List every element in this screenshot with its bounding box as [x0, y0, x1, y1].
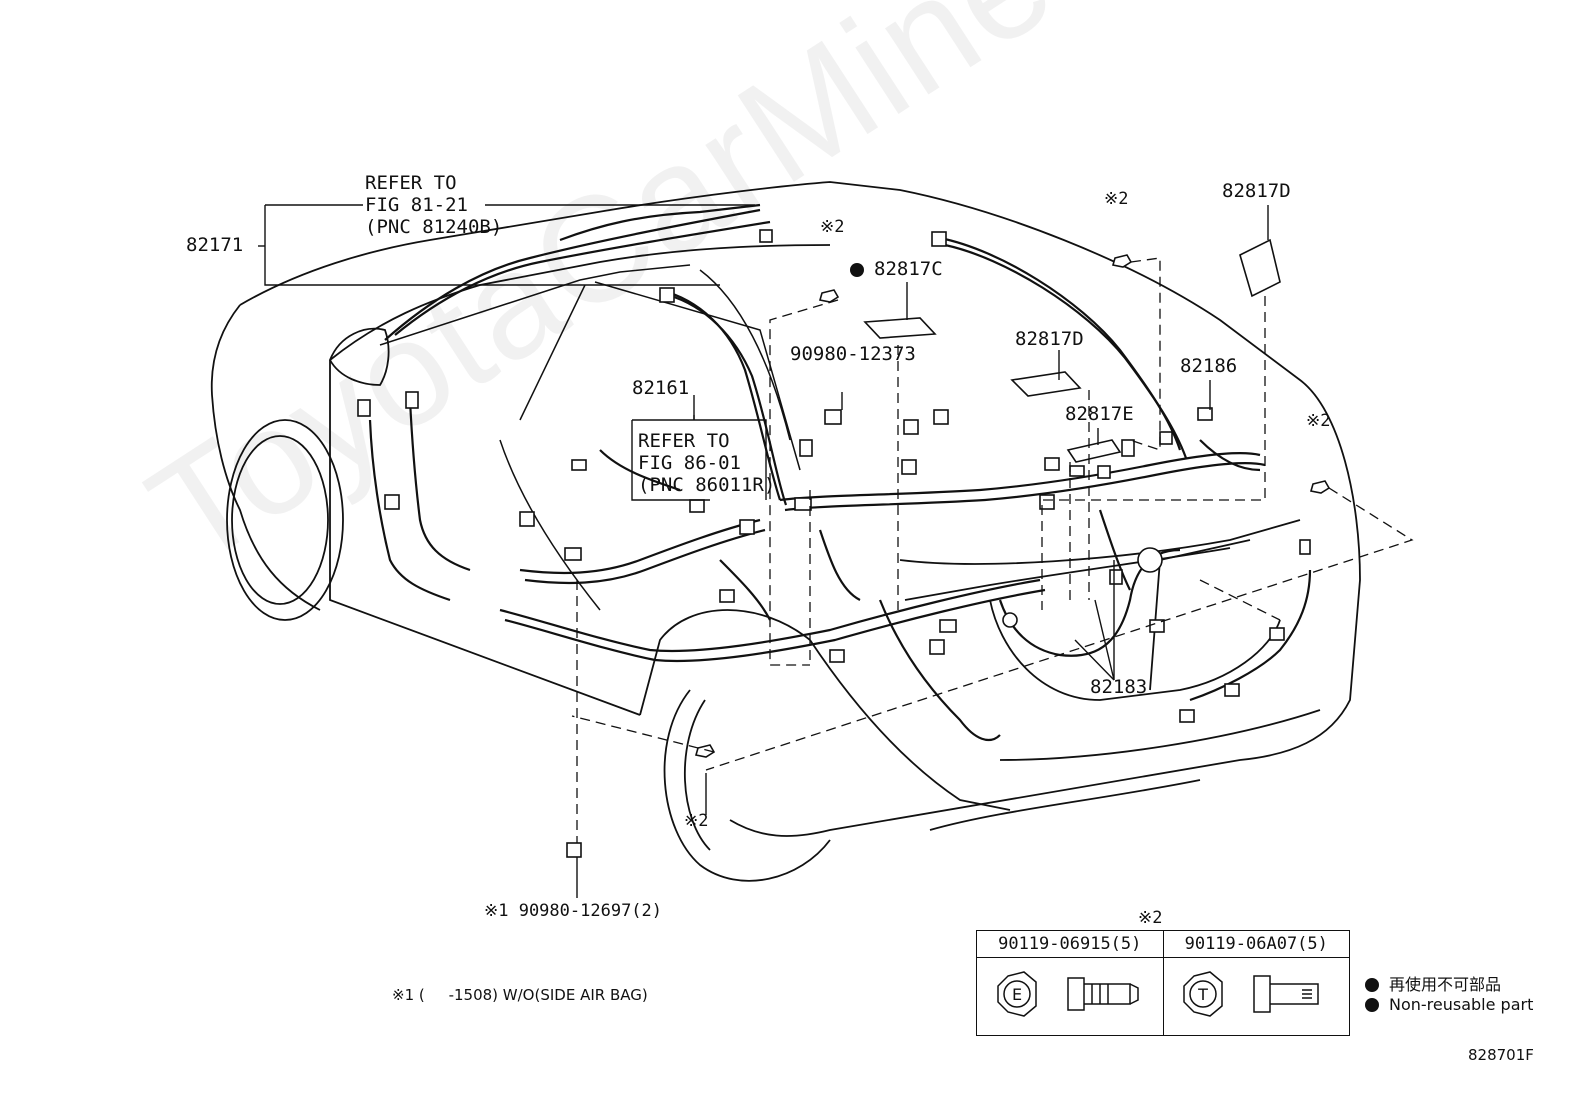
bolt-t-icon: T — [1183, 971, 1319, 1017]
bolt-e-icon: E — [997, 971, 1139, 1017]
connectors — [357, 229, 1311, 723]
side-mirror — [329, 327, 390, 386]
dashed-lines — [571, 257, 1414, 843]
part-82817d-top-label[interactable]: 82817D — [1222, 180, 1291, 202]
part-82817d-mid-label[interactable]: 82817D — [1015, 328, 1084, 350]
non-reusable-legend-dot-icon-2 — [1365, 998, 1379, 1012]
legend-jp-text: 再使用不可部品 — [1389, 975, 1502, 994]
fastener-col1-part[interactable]: 90119-06915(5) — [976, 930, 1164, 958]
part-82171-label[interactable]: 82171 — [186, 234, 244, 256]
non-reusable-dot-icon — [850, 263, 864, 277]
legend-jp: 再使用不可部品 — [1365, 971, 1501, 995]
part-82817e-label[interactable]: 82817E — [1065, 403, 1134, 425]
part-90980-12373-label[interactable]: 90980-12373 — [790, 343, 916, 365]
refer-fig-86-01-note: REFER TO FIG 86-01 (PNC 86011R) — [638, 430, 776, 496]
non-reusable-legend-dot-icon — [1365, 978, 1379, 992]
part-82161-label[interactable]: 82161 — [632, 377, 690, 399]
part-82183-label[interactable]: 82183 — [1090, 676, 1148, 698]
footnote: ※1 ( -1508) W/O(SIDE AIR BAG) — [392, 986, 648, 1004]
leader-lines — [258, 204, 1269, 898]
rear-wheel — [663, 689, 831, 882]
mark2-note-left: ※2 — [820, 217, 845, 237]
part-82817c-text: 82817C — [874, 258, 943, 280]
fastener-col2-part[interactable]: 90119-06A07(5) — [1162, 930, 1350, 958]
fastener-col1-cell: E — [976, 957, 1164, 1036]
wire-harness — [368, 203, 1312, 742]
mark2-note-bottom: ※2 — [684, 811, 709, 831]
part-90980-12697-label[interactable]: ※1 90980-12697(2) — [484, 901, 663, 921]
front-wheel — [226, 419, 344, 621]
car-body-outline — [210, 181, 1361, 837]
window-lines — [379, 264, 801, 611]
refer-fig-81-21-note: REFER TO FIG 81-21 (PNC 81240B) — [365, 172, 503, 238]
bolt-e-letter: E — [1012, 985, 1022, 1004]
legend-en-text: Non-reusable part — [1389, 995, 1534, 1014]
fastener-col2-cell: T — [1162, 957, 1350, 1036]
part-82186-label[interactable]: 82186 — [1180, 355, 1238, 377]
bolt-t-letter: T — [1197, 985, 1208, 1004]
figure-code: 828701F — [1468, 1046, 1534, 1064]
mark2-note-rear: ※2 — [1306, 411, 1331, 431]
fastener-table-mark: ※2 — [1138, 908, 1163, 928]
bolts — [566, 254, 1331, 858]
legend-en: Non-reusable part — [1365, 995, 1533, 1014]
part-82817c-label[interactable]: 82817C — [850, 258, 943, 280]
fastener-table: 90119-06915(5) 90119-06A07(5) E T — [976, 930, 1350, 1036]
mark2-note-right: ※2 — [1104, 189, 1129, 209]
